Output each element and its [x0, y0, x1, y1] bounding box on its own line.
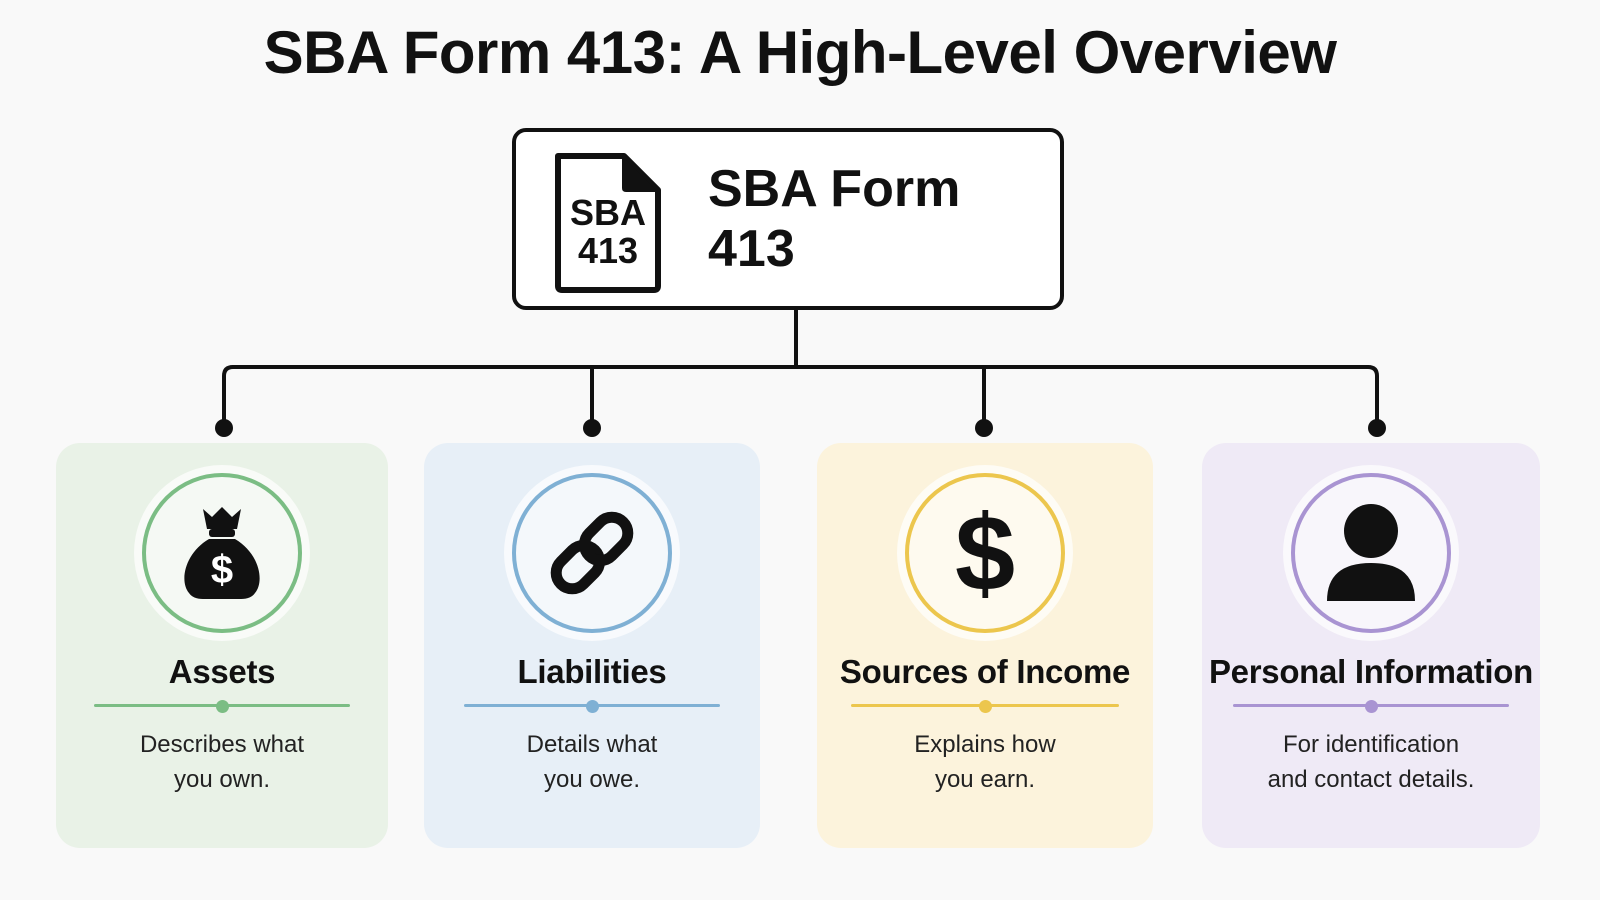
card-sources-of-income: $ Sources of Income Explains how you ear… — [817, 443, 1153, 848]
card-income-desc-line1: Explains how — [914, 731, 1056, 758]
card-assets-desc-line1: Describes what — [139, 731, 305, 758]
connector-branch-assets — [222, 365, 235, 428]
connector-dot-assets — [215, 419, 233, 437]
card-personal-description: For identification and contact details. — [1202, 727, 1540, 797]
card-assets-desc-line2: you own. — [173, 766, 271, 793]
document-icon-text-413: 413 — [577, 230, 639, 271]
card-personal-divider-dot — [1364, 700, 1378, 713]
svg-text:$: $ — [955, 498, 1015, 608]
card-income-divider-dot — [978, 700, 992, 713]
connector-branch-personal — [1366, 365, 1379, 428]
card-income-heading: Sources of Income — [839, 653, 1131, 690]
card-liabilities-heading: Liabilities — [517, 653, 667, 690]
card-income-description: Explains how you earn. — [817, 727, 1153, 797]
card-liabilities: Liabilities Details what you owe. — [424, 443, 760, 848]
connector-dot-income — [975, 419, 993, 437]
card-assets-description: Describes what you own. — [56, 727, 388, 797]
person-icon — [1327, 504, 1415, 601]
card-personal-desc-line2: and contact details. — [1267, 766, 1475, 793]
card-personal-icon-circle — [1291, 473, 1451, 633]
card-personal-information: Personal Information For identification … — [1202, 443, 1540, 848]
connector-dot-liabilities — [583, 419, 601, 437]
card-liabilities-description: Details what you owe. — [424, 727, 760, 797]
card-assets-icon-circle: $ — [142, 473, 302, 633]
svg-text:$: $ — [211, 548, 233, 592]
card-personal-heading: Personal Information — [1208, 653, 1534, 690]
chain-link-icon — [550, 511, 634, 595]
card-liabilities-divider-dot — [585, 700, 599, 713]
document-icon — [555, 153, 661, 293]
document-icon-label: SBA 413 — [552, 152, 664, 294]
money-bag-icon: $ — [184, 507, 260, 599]
card-income-icon-circle: $ — [905, 473, 1065, 633]
card-assets-heading: Assets — [168, 653, 276, 690]
card-assets: $ Assets Describes what you own. — [56, 443, 388, 848]
dollar-sign-icon: $ — [955, 498, 1015, 608]
root-node-label: SBA Form 413 — [708, 160, 961, 278]
page-title: SBA Form 413: A High-Level Overview — [263, 19, 1337, 86]
card-personal-desc-line1: For identification — [1282, 731, 1460, 758]
card-liabilities-desc-line2: you owe. — [543, 766, 641, 793]
connector-dot-personal — [1368, 419, 1386, 437]
document-icon-text-sba: SBA — [569, 192, 646, 233]
card-liabilities-desc-line1: Details what — [526, 731, 658, 758]
card-liabilities-icon-circle — [512, 473, 672, 633]
card-income-desc-line2: you earn. — [934, 766, 1036, 793]
root-node-sba-form-413: SBA 413 SBA Form 413 — [512, 128, 1064, 310]
card-assets-divider-dot — [215, 700, 229, 713]
